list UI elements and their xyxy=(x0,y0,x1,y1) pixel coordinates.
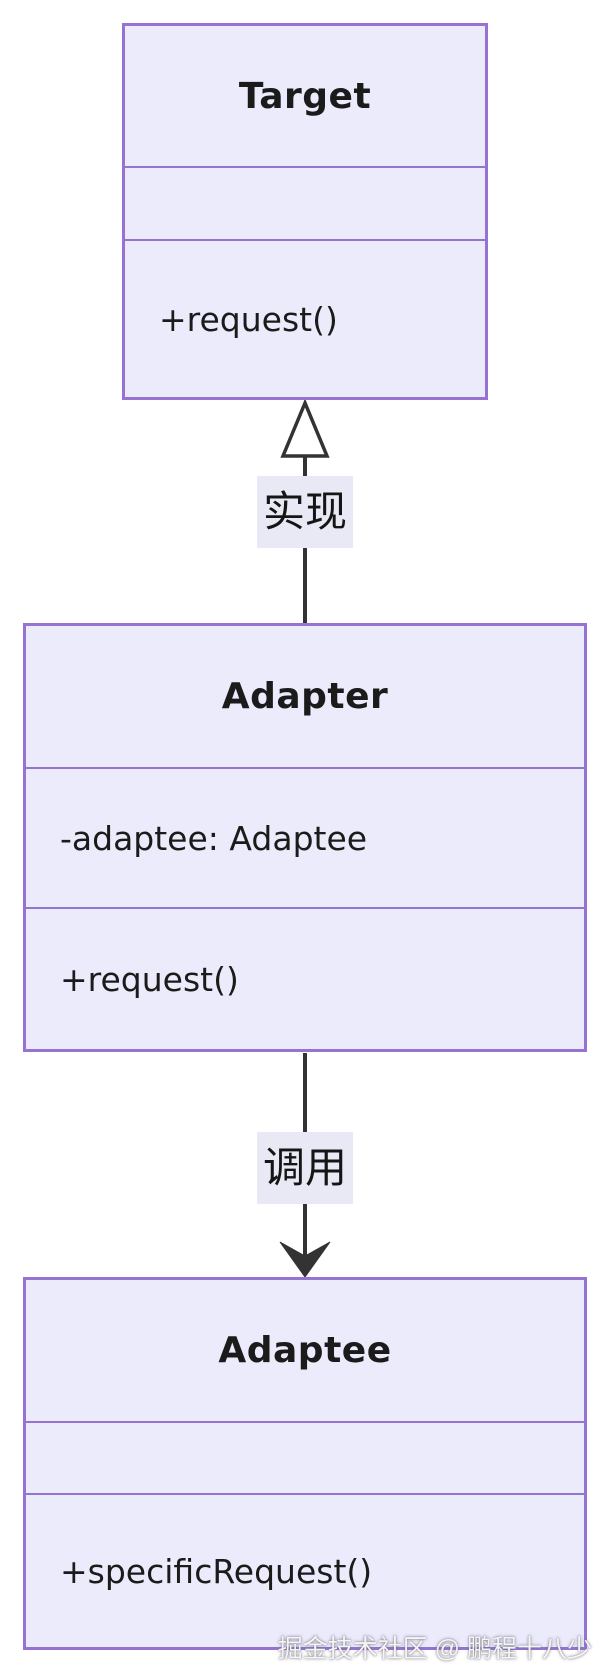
class-target: Target +request() xyxy=(122,23,488,400)
filled-arrowhead-icon xyxy=(279,1241,331,1278)
class-attributes-section xyxy=(125,166,485,239)
attribute-row: -adaptee: Adaptee xyxy=(60,818,368,858)
method-row: +request() xyxy=(159,299,338,339)
class-methods-section: +request() xyxy=(26,907,584,1049)
class-attributes-section: -adaptee: Adaptee xyxy=(26,767,584,907)
class-attributes-section xyxy=(26,1421,584,1493)
class-methods-section: +specificRequest() xyxy=(26,1493,584,1647)
class-title: Adapter xyxy=(221,676,389,717)
class-adapter: Adapter -adaptee: Adaptee +request() xyxy=(23,623,587,1052)
class-title: Adaptee xyxy=(218,1330,392,1371)
edge-label-dependency: 调用 xyxy=(257,1132,353,1204)
method-row: +request() xyxy=(60,959,239,999)
edge-label-realization: 实现 xyxy=(257,476,353,548)
hollow-triangle-arrowhead-icon xyxy=(280,398,330,458)
watermark: 掘金技术社区 @ 鹏程十八少 xyxy=(277,1635,592,1663)
class-methods-section: +request() xyxy=(125,239,485,397)
method-row: +specificRequest() xyxy=(60,1551,373,1591)
class-adaptee: Adaptee +specificRequest() xyxy=(23,1277,587,1650)
class-title: Target xyxy=(238,75,372,117)
